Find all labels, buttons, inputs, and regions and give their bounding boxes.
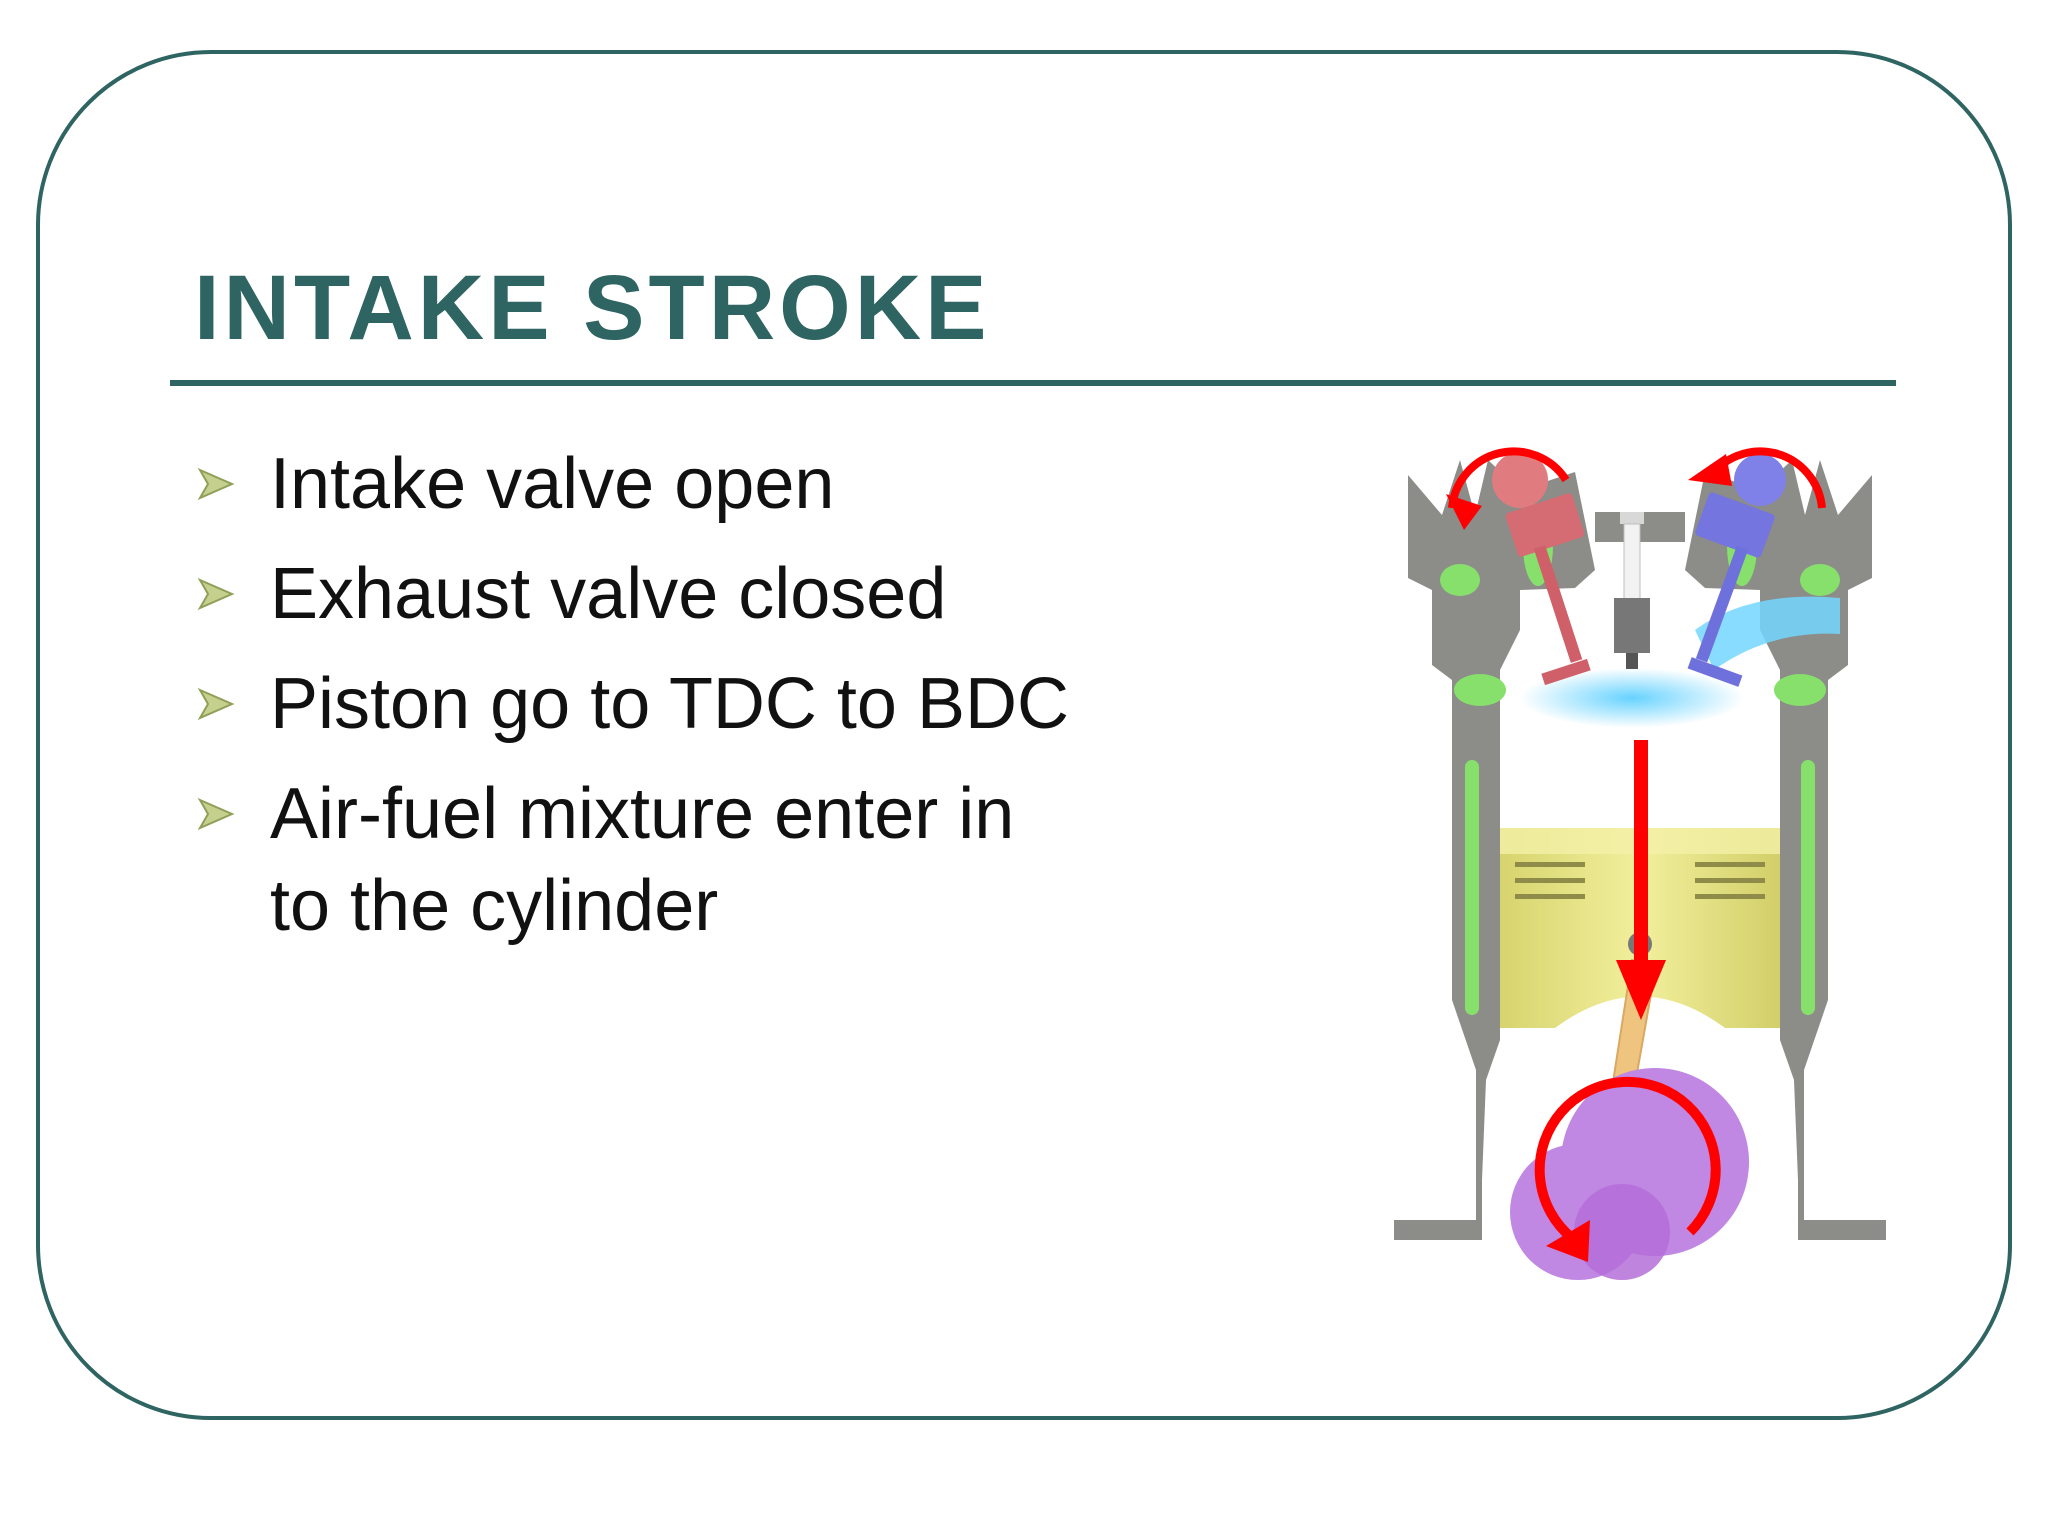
arrowhead-bullet-icon <box>197 467 235 501</box>
engine-cylinder-illustration <box>1394 447 1886 1280</box>
spark-plug <box>1614 512 1650 669</box>
bullet-item: Air-fuel mixture enter in to the cylinde… <box>196 768 1076 952</box>
arrowhead-bullet-icon <box>197 577 235 611</box>
bullet-text: Exhaust valve closed <box>270 554 947 634</box>
bullet-text: Air-fuel mixture enter in to the cylinde… <box>270 774 1015 946</box>
bullet-text: Intake valve open <box>270 444 835 524</box>
cam-rotation-arrows <box>1446 447 1826 530</box>
arrowhead-bullet-icon <box>197 687 235 721</box>
crank-rotation-arrow <box>1534 1076 1721 1262</box>
slide-title: INTAKE STROKE <box>194 257 991 359</box>
bullet-item: Piston go to TDC to BDC <box>196 658 1076 750</box>
bullet-item: Intake valve open <box>196 438 1076 530</box>
arrowhead-bullet-icon <box>197 797 235 831</box>
bullet-list: Intake valve open Exhaust valve closed P… <box>196 438 1076 970</box>
air-fuel-mixture <box>1520 668 1744 728</box>
intake-valve <box>1492 452 1591 686</box>
piston-motion-arrow <box>1616 740 1666 1020</box>
intake-port-flow <box>1695 596 1840 670</box>
exhaust-valve <box>1687 454 1786 687</box>
slide-frame <box>36 50 2012 1420</box>
title-underline <box>170 380 1896 386</box>
bullet-text: Piston go to TDC to BDC <box>270 664 1069 744</box>
bullet-item: Exhaust valve closed <box>196 548 1076 640</box>
